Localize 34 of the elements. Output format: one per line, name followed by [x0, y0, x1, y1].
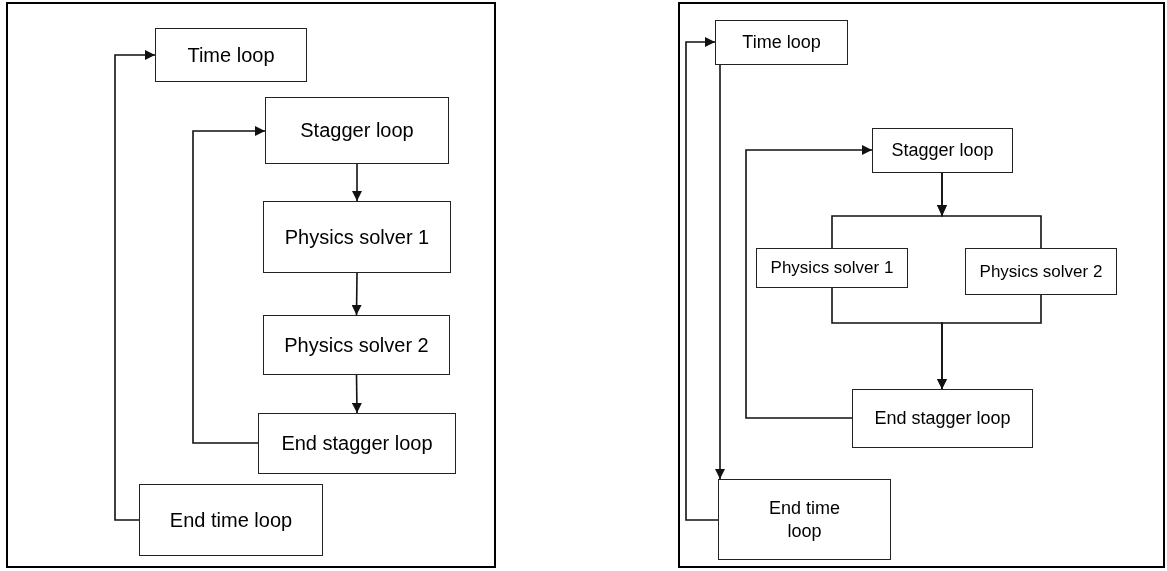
- arrow: [351, 374, 362, 414]
- process-box: [265, 97, 449, 164]
- arrow: [745, 145, 873, 419]
- arrow: [715, 64, 725, 480]
- process-box: [263, 201, 451, 273]
- box-label: Stagger loop: [300, 118, 414, 143]
- process-box: [718, 479, 891, 560]
- arrow: [937, 172, 1042, 249]
- arrow: [352, 163, 362, 202]
- arrow: [685, 37, 719, 521]
- box-label: End stagger loop: [874, 407, 1011, 430]
- arrow: [114, 50, 156, 521]
- box-label: Time loop: [187, 42, 275, 68]
- process-box: [756, 248, 908, 288]
- box-label: Physics solver 2: [284, 332, 429, 358]
- box-label: Physics solver 2: [979, 260, 1103, 283]
- box-label: End time loop: [767, 497, 841, 542]
- process-box: [965, 248, 1117, 295]
- process-box: [258, 413, 456, 474]
- arrow: [937, 294, 1042, 390]
- arrow: [192, 126, 266, 444]
- process-box: [852, 389, 1033, 448]
- process-box: [139, 484, 323, 556]
- box-label: Physics solver 1: [284, 224, 430, 250]
- process-box: [715, 20, 848, 65]
- process-box: [155, 28, 307, 82]
- process-box: [872, 128, 1013, 173]
- box-label: Physics solver 1: [770, 257, 894, 279]
- box-label: Time loop: [742, 31, 821, 54]
- box-label: End time loop: [169, 507, 293, 533]
- process-box: [263, 315, 450, 375]
- arrow: [351, 272, 362, 316]
- box-label: End stagger loop: [281, 431, 433, 456]
- box-label: Stagger loop: [891, 139, 994, 162]
